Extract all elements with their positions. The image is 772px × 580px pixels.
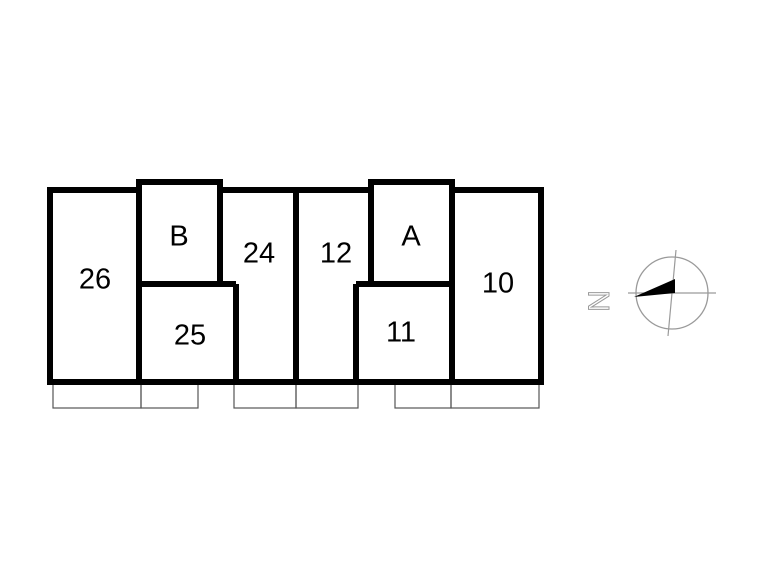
room-label-11: 11 — [386, 317, 416, 349]
walls — [47, 179, 544, 385]
balconies — [52, 383, 540, 409]
room-label-25: 25 — [174, 320, 206, 352]
balcony-11 — [394, 383, 452, 409]
balcony-24 — [233, 383, 297, 409]
room-labels: 26 B 25 24 12 A 11 10 — [79, 221, 514, 352]
compass-north-letter: N — [583, 290, 616, 312]
room-label-10: 10 — [482, 268, 514, 300]
room-label-12: 12 — [320, 238, 352, 270]
balcony-26 — [52, 383, 142, 409]
balcony-12 — [295, 383, 359, 409]
north-arrow-icon — [634, 279, 675, 297]
balcony-10 — [450, 383, 540, 409]
balcony-25 — [140, 383, 199, 409]
room-label-b: B — [169, 221, 188, 253]
room-label-24: 24 — [243, 238, 275, 270]
compass: N — [582, 249, 716, 337]
room-label-26: 26 — [79, 264, 111, 296]
room-label-a: A — [401, 221, 421, 253]
